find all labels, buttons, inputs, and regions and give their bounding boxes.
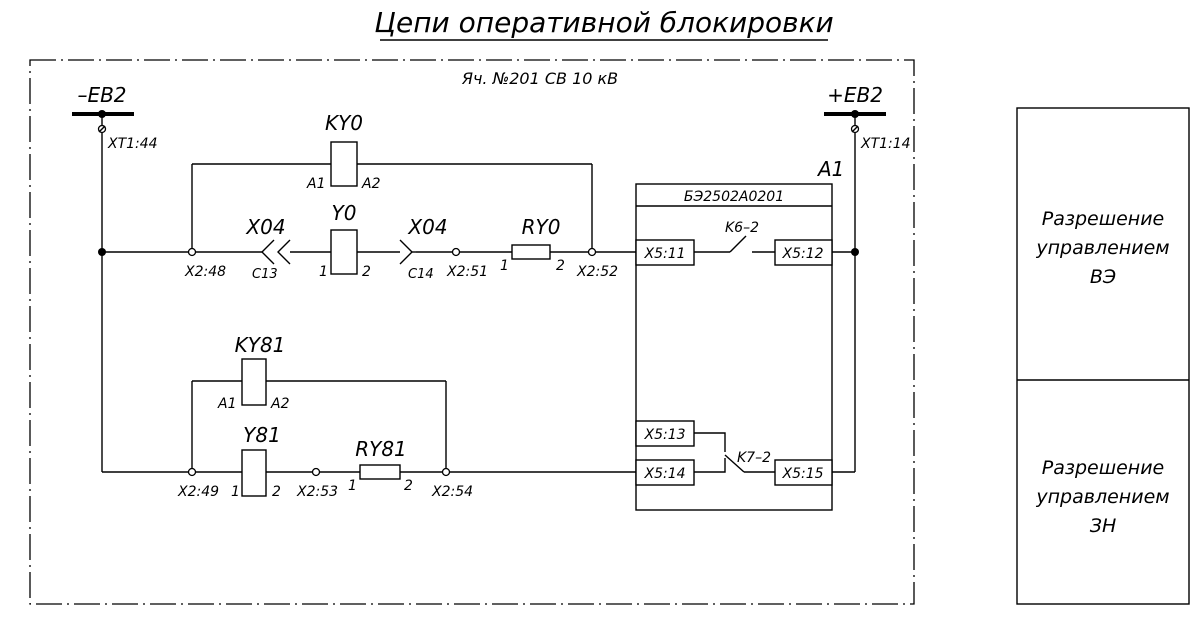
side-row1-line3: ВЭ [1090, 266, 1116, 288]
diagram-title: Цепи оперативной блокировки [374, 6, 833, 39]
relay-ky81-pin-a: A1 [217, 396, 236, 412]
connector-x04-left-b [277, 239, 291, 265]
module-a1: A1 БЭ2502А0201 X5:11 X5:12 K6–2 X5:13 X5… [635, 157, 855, 511]
coil-y0-label: Y0 [332, 201, 357, 225]
left-bus-terminal-label: XT1:44 [107, 136, 158, 152]
resistor-ry0-label: RY0 [522, 215, 561, 239]
side-row2-line2: управлением [1035, 486, 1169, 508]
pin-x5-14 [635, 459, 695, 486]
contact-k6-2-blade [729, 235, 747, 253]
side-table-frame [1016, 107, 1190, 605]
module-a1-type: БЭ2502А0201 [684, 189, 784, 205]
side-row2-line1: Разрешение [1042, 457, 1165, 479]
contact-k7-2-blade [724, 454, 745, 473]
connector-x04-left-pin: C13 [252, 267, 278, 282]
right-bus: +EB2 XT1:14 [824, 83, 911, 472]
terminal-x2-48 [187, 247, 197, 257]
resistor-ry81-pin2: 2 [404, 478, 413, 494]
relay-ky0-pin-a: A1 [306, 176, 325, 192]
connector-x04-left-a [261, 239, 275, 265]
side-row1-line2: управлением [1035, 237, 1169, 259]
right-bus-label: +EB2 [827, 83, 883, 107]
resistor-ry0-pin2: 2 [556, 258, 565, 274]
terminal-x2-49-label: X2:49 [177, 484, 219, 500]
connector-x04-right [399, 239, 413, 265]
pin-x5-14-label: X5:14 [643, 466, 685, 482]
coil-y0-pin1: 1 [319, 264, 328, 280]
relay-ky0-pin-b: A2 [361, 176, 381, 192]
right-bus-terminal-label: XT1:14 [860, 136, 911, 152]
coil-y81 [241, 449, 267, 497]
resistor-ry81-pin1: 1 [348, 478, 357, 494]
module-a1-label: A1 [816, 157, 844, 181]
relay-ky0-coil [330, 141, 358, 187]
terminal-x2-53 [311, 467, 321, 477]
pin-x5-13 [635, 420, 695, 447]
resistor-ry81-label: RY81 [355, 437, 407, 461]
terminal-x2-53-label: X2:53 [296, 484, 338, 500]
pin-x5-15-label: X5:15 [781, 466, 823, 482]
relay-ky0-label: KY0 [325, 111, 363, 135]
cell-label: Яч. №201 СВ 10 кВ [461, 69, 618, 88]
connector-x04-left-label: X04 [245, 215, 285, 239]
terminal-x2-51-label: X2:51 [446, 264, 488, 280]
pin-x5-15 [774, 459, 833, 486]
connector-x04-right-pin: C14 [408, 267, 434, 282]
side-table: Разрешение управлением ВЭ Разрешение упр… [1016, 107, 1190, 605]
resistor-ry0-pin1: 1 [500, 258, 509, 274]
module-a1-body [635, 183, 833, 511]
pin-x5-11-label: X5:11 [643, 246, 685, 262]
side-row1-line1: Разрешение [1042, 208, 1165, 230]
pin-x5-12-label: X5:12 [781, 246, 823, 262]
coil-y0 [330, 229, 358, 275]
terminal-x2-49 [187, 467, 197, 477]
terminal-x2-54 [441, 467, 451, 477]
resistor-ry0 [511, 244, 551, 260]
terminal-x2-52 [587, 247, 597, 257]
branch-1: KY0 A1 A2 X04 C13 Y0 1 2 X04 C14 RY0 1 2… [102, 111, 636, 282]
terminal-x2-54-label: X2:54 [431, 484, 473, 500]
pin-x5-13-label: X5:13 [643, 427, 685, 443]
branch-2: KY81 A1 A2 Y81 1 2 RY81 1 2 X2:49 X2:53 … [102, 333, 636, 500]
terminal-x2-52-label: X2:52 [576, 264, 618, 280]
left-bus-label: –EB2 [77, 83, 126, 107]
coil-y81-pin2: 2 [272, 484, 281, 500]
relay-ky81-label: KY81 [235, 333, 286, 357]
resistor-ry81 [359, 464, 401, 480]
coil-y81-pin1: 1 [231, 484, 240, 500]
pin-x5-12 [774, 239, 833, 266]
contact-k7-2-label: K7–2 [737, 450, 771, 466]
cell-frame [29, 59, 915, 605]
relay-ky81-pin-b: A2 [270, 396, 290, 412]
contact-k6-2-label: K6–2 [725, 220, 759, 236]
left-bus: –EB2 XT1:44 [72, 83, 158, 472]
coil-y81-label: Y81 [243, 423, 281, 447]
terminal-x2-51 [451, 247, 461, 257]
relay-ky81-coil [241, 358, 267, 406]
coil-y0-pin2: 2 [362, 264, 371, 280]
terminal-x2-48-label: X2:48 [184, 264, 226, 280]
connector-x04-right-label: X04 [407, 215, 447, 239]
side-row2-line3: ЗН [1090, 515, 1116, 537]
